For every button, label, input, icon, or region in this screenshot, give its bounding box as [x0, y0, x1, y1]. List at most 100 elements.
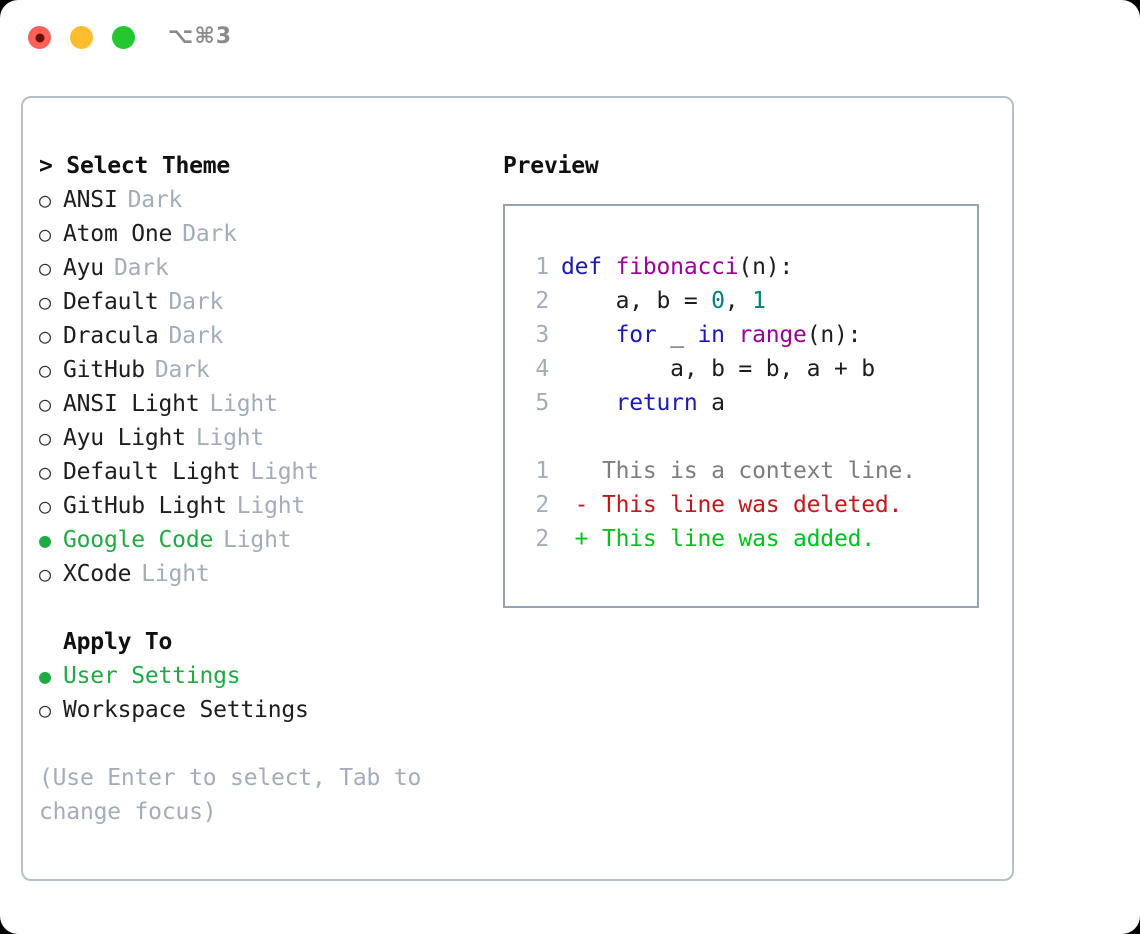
code-token: a, b =	[561, 288, 712, 314]
diff-line: 2 + This line was added.	[523, 522, 971, 556]
radio-unselected-icon: ○	[39, 324, 51, 348]
theme-option-label: Default	[63, 289, 159, 315]
diff-marker	[561, 454, 588, 488]
maximize-window-button[interactable]	[112, 26, 135, 49]
apply-to-option-label: Workspace Settings	[63, 697, 309, 723]
radio-unselected-icon: ○	[39, 290, 51, 314]
code-line-number: 2	[535, 288, 549, 314]
theme-variant-tag: Light	[195, 425, 265, 451]
code-line: 3 for _ in range(n):	[523, 318, 971, 352]
theme-variant-tag: Light	[223, 527, 292, 553]
diff-line: 1 This is a context line.	[523, 454, 971, 488]
code-line: 4 a, b = b, a + b	[523, 352, 971, 386]
code-token: a, b = b, a + b	[561, 356, 875, 382]
preview-header: Preview	[503, 153, 599, 179]
radio-selected-icon: ●	[39, 528, 51, 552]
code-token: a	[697, 390, 725, 416]
diff-line-number: 1	[535, 458, 549, 484]
theme-option-item[interactable]: ○ Ayu Dark	[39, 251, 509, 285]
code-line-number: 1	[535, 254, 549, 280]
title-bar: ⌥⌘3	[0, 0, 1140, 76]
code-token: for	[615, 322, 657, 348]
radio-unselected-icon: ○	[39, 256, 51, 280]
theme-option-item[interactable]: ○ Ayu Light Light	[39, 421, 509, 455]
radio-unselected-icon: ○	[39, 392, 51, 416]
theme-option-label: GitHub	[63, 357, 145, 383]
diff-line-text: This is a context line.	[588, 458, 916, 484]
theme-variant-tag: Dark	[168, 289, 224, 315]
apply-to-option-list: ●User Settings ○ Workspace Settings	[39, 659, 509, 727]
panel-spacer	[39, 591, 509, 625]
close-window-button[interactable]	[28, 26, 51, 49]
theme-option-label: Dracula	[63, 323, 159, 349]
theme-option-label: XCode	[63, 561, 132, 587]
theme-option-label: Ayu Light	[63, 425, 186, 451]
minimize-window-button[interactable]	[70, 26, 93, 49]
theme-option-item[interactable]: ○ ANSI Dark	[39, 183, 509, 217]
diff-marker: -	[561, 492, 589, 518]
radio-unselected-icon: ○	[39, 222, 51, 246]
theme-variant-tag: Dark	[127, 187, 183, 213]
theme-option-item[interactable]: ○ Dracula Dark	[39, 319, 509, 353]
apply-to-option-item[interactable]: ●User Settings	[39, 659, 509, 693]
radio-unselected-icon: ○	[39, 426, 51, 450]
apply-to-header: Apply To	[63, 629, 173, 655]
code-line: 1 def fibonacci(n):	[523, 250, 971, 284]
theme-option-label: ANSI Light	[63, 391, 200, 417]
theme-option-label: ANSI	[63, 187, 118, 213]
radio-unselected-icon: ○	[39, 562, 51, 586]
diff-line: 2 - This line was deleted.	[523, 488, 971, 522]
code-token	[561, 386, 616, 420]
radio-unselected-icon: ○	[39, 698, 51, 722]
code-token: fibonacci	[615, 254, 739, 280]
keyboard-hint-text: (Use Enter to select, Tab to change focu…	[39, 765, 422, 825]
code-line-number: 5	[535, 390, 549, 416]
code-blank-line	[523, 420, 971, 454]
theme-variant-tag: Light	[141, 561, 210, 587]
traffic-light-controls	[28, 26, 135, 49]
keyboard-shortcut-label: ⌥⌘3	[168, 24, 233, 49]
theme-option-item[interactable]: ○ XCode Light	[39, 557, 509, 591]
code-line: 5 return a	[523, 386, 971, 420]
code-token: _	[656, 322, 698, 348]
code-token: 0	[711, 288, 725, 314]
code-token	[561, 318, 616, 352]
theme-option-label: Atom One	[63, 221, 173, 247]
code-line-number: 4	[535, 356, 549, 382]
theme-variant-tag: Dark	[113, 255, 169, 281]
theme-option-label: Ayu	[63, 255, 104, 281]
code-token: 1	[752, 288, 766, 314]
code-token: (n):	[738, 254, 794, 280]
code-token: def	[561, 254, 616, 280]
radio-unselected-icon: ○	[39, 188, 51, 212]
theme-option-item[interactable]: ○ Default Dark	[39, 285, 509, 319]
theme-option-label: Default Light	[63, 459, 241, 485]
diff-marker: +	[561, 526, 589, 552]
code-token: range	[738, 322, 807, 348]
theme-variant-tag: Light	[236, 493, 306, 519]
diff-line-text: This line was deleted.	[588, 492, 903, 518]
theme-option-label: GitHub Light	[63, 493, 227, 519]
code-line: 2 a, b = 0, 1	[523, 284, 971, 318]
code-token: return	[615, 390, 698, 416]
theme-variant-tag: Dark	[168, 323, 224, 349]
code-token: in	[697, 322, 725, 348]
select-theme-header: > Select Theme	[39, 153, 231, 179]
diff-line-number: 2	[535, 492, 549, 518]
code-token	[725, 318, 739, 352]
apply-to-option-label: User Settings	[63, 663, 241, 689]
code-token: (n):	[806, 322, 862, 348]
apply-to-option-item[interactable]: ○ Workspace Settings	[39, 693, 509, 727]
